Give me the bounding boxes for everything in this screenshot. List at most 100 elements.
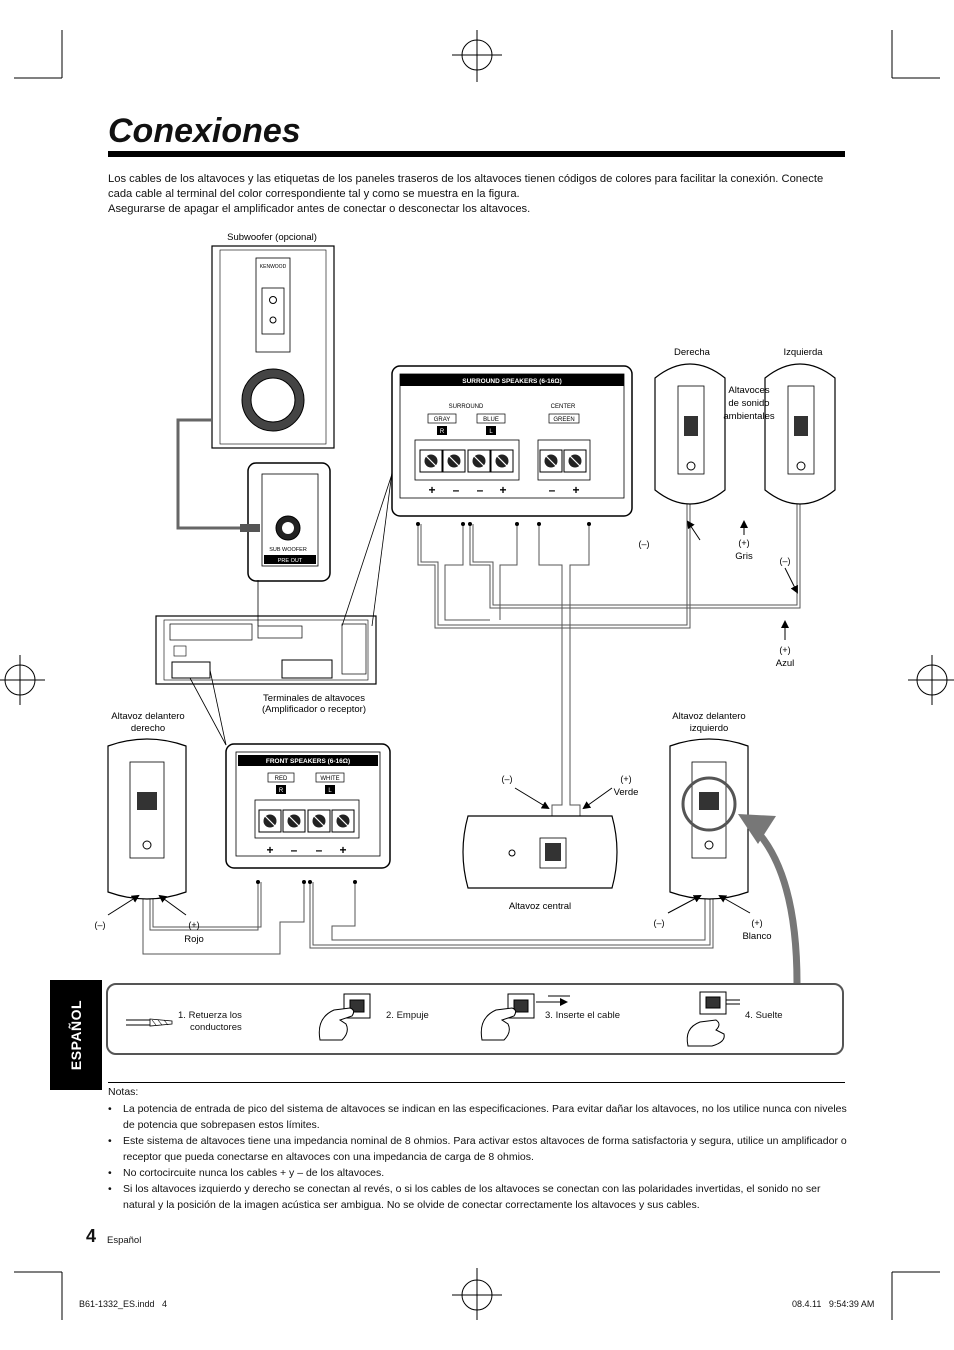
step-1-number: 1. bbox=[178, 1010, 186, 1021]
front-speaker-panel: FRONT SPEAKERS (6-16Ω) RED WHITE R L + –… bbox=[225, 743, 391, 869]
terminals-label-2: (Amplificador o receptor) bbox=[262, 704, 366, 715]
rojo-label: Rojo bbox=[184, 934, 204, 945]
front-left-speaker bbox=[669, 738, 749, 900]
minus-sign: – bbox=[549, 483, 556, 497]
blanco-label: Blanco bbox=[742, 931, 771, 942]
surround-speaker-left bbox=[764, 363, 836, 505]
plus-sign: + bbox=[428, 483, 435, 497]
step-4-text: Suelte bbox=[755, 1010, 783, 1021]
step-2-number: 2. bbox=[386, 1010, 394, 1021]
page-number: 4 bbox=[86, 1226, 97, 1246]
pre-out-label: PRE OUT bbox=[278, 558, 303, 564]
note-item: La potencia de entrada de pico del siste… bbox=[108, 1101, 848, 1133]
intro-text: Los cables de los altavoces y las etique… bbox=[108, 172, 848, 217]
footer-file: B61-1332_ES.indd 4 bbox=[79, 1299, 168, 1309]
intro-paragraph-2: Asegurarse de apagar el amplificador ant… bbox=[108, 203, 531, 215]
twisted-wire-icon bbox=[126, 1018, 173, 1027]
intro-paragraph-1: Los cables de los altavoces y las etique… bbox=[108, 173, 824, 200]
note-item: No cortocircuite nunca los cables + y – … bbox=[108, 1165, 848, 1181]
front-panel-title: FRONT SPEAKERS (6-16Ω) bbox=[266, 758, 350, 765]
front-right-speaker bbox=[107, 738, 187, 900]
subwoofer-label: Subwoofer (opcional) bbox=[227, 232, 317, 243]
minus-mark: (–) bbox=[780, 556, 791, 566]
step-3-text: Inserte el cable bbox=[555, 1010, 621, 1021]
insert-cable-icon bbox=[480, 993, 570, 1041]
amplifier-rear-panel bbox=[155, 615, 377, 685]
footer-date: 08.4.11 9:54:39 AM bbox=[792, 1299, 875, 1309]
minus-sign: – bbox=[477, 483, 484, 497]
minus-mark: (–) bbox=[502, 774, 513, 784]
note-item: Este sistema de altavoces tiene una impe… bbox=[108, 1133, 848, 1165]
blue-tag: BLUE bbox=[483, 417, 499, 423]
step-4-number: 4. bbox=[745, 1010, 753, 1021]
step-4: 4. Suelte bbox=[745, 1010, 783, 1022]
ambient-speakers-label-3: ambientales bbox=[723, 411, 774, 422]
front-left-label-1: Altavoz delantero bbox=[672, 711, 745, 722]
plus-mark: (+) bbox=[188, 920, 199, 930]
terminals-label-1: Terminales de altavoces bbox=[263, 693, 365, 704]
center-heading: CENTER bbox=[551, 404, 576, 410]
language-tab-label: ESPAÑOL bbox=[68, 999, 84, 1071]
minus-sign: – bbox=[453, 483, 460, 497]
plus-mark: (+) bbox=[779, 645, 790, 655]
step-2-text: Empuje bbox=[396, 1010, 429, 1021]
l-tag: L bbox=[489, 429, 493, 435]
surround-speaker-right bbox=[654, 363, 726, 505]
white-tag: WHITE bbox=[320, 776, 339, 782]
plus-mark: (+) bbox=[738, 538, 749, 548]
verde-label: Verde bbox=[614, 787, 639, 798]
ambient-speakers-label-2: de sonido bbox=[728, 398, 769, 409]
red-tag: RED bbox=[275, 776, 288, 782]
center-speaker-label: Altavoz central bbox=[509, 901, 571, 912]
ambient-speakers-label-1: Altavoces bbox=[728, 385, 769, 396]
subwoofer-unit: KENWOOD bbox=[211, 245, 335, 449]
gris-label: Gris bbox=[735, 551, 753, 562]
plus-sign: + bbox=[572, 483, 579, 497]
page-title: Conexiones bbox=[108, 112, 301, 150]
subwoofer-jack-label: SUB WOOFER bbox=[269, 547, 307, 553]
right-label: Derecha bbox=[674, 347, 711, 358]
plus-mark: (+) bbox=[751, 918, 762, 928]
step-1: 1. Retuerza los conductores bbox=[178, 1010, 242, 1034]
wiring-steps-box bbox=[106, 983, 844, 1055]
gray-tag: GRAY bbox=[434, 417, 451, 423]
azul-label: Azul bbox=[776, 658, 794, 669]
minus-sign: – bbox=[316, 843, 323, 857]
release-hand-icon bbox=[686, 991, 740, 1047]
minus-mark: (–) bbox=[639, 539, 650, 549]
notes-list: La potencia de entrada de pico del siste… bbox=[108, 1101, 848, 1213]
page-language: Español bbox=[107, 1235, 142, 1246]
surround-heading: SURROUND bbox=[449, 404, 484, 410]
plus-mark: (+) bbox=[620, 774, 631, 784]
language-side-tab: ESPAÑOL bbox=[50, 980, 102, 1090]
subwoofer-jack-inset: SUB WOOFER PRE OUT bbox=[240, 462, 331, 582]
title-rule bbox=[108, 151, 845, 157]
r-tag: R bbox=[279, 788, 284, 794]
subwoofer-logo: KENWOOD bbox=[260, 264, 287, 270]
l-tag: L bbox=[328, 788, 332, 794]
notes-heading: Notas: bbox=[108, 1086, 139, 1098]
note-item: Si los altavoces izquierdo y derecho se … bbox=[108, 1181, 848, 1213]
plus-sign: + bbox=[266, 843, 273, 857]
surround-speaker-panel: SURROUND SPEAKERS (6-16Ω) SURROUND CENTE… bbox=[391, 365, 633, 517]
step-3: 3. Inserte el cable bbox=[545, 1010, 620, 1022]
front-right-label-2: derecho bbox=[131, 723, 165, 734]
green-tag: GREEN bbox=[553, 417, 574, 423]
left-label: Izquierda bbox=[783, 347, 823, 358]
notes-rule bbox=[108, 1082, 845, 1083]
minus-sign: – bbox=[291, 843, 298, 857]
center-speaker bbox=[462, 815, 618, 889]
plus-sign: + bbox=[339, 843, 346, 857]
front-right-label-1: Altavoz delantero bbox=[111, 711, 184, 722]
step-1-text-2: conductores bbox=[190, 1022, 242, 1033]
minus-mark: (–) bbox=[654, 918, 665, 928]
step-1-text: Retuerza los bbox=[188, 1010, 242, 1021]
minus-mark: (–) bbox=[95, 920, 106, 930]
r-tag: R bbox=[440, 429, 445, 435]
plus-sign: + bbox=[499, 483, 506, 497]
step-3-number: 3. bbox=[545, 1010, 553, 1021]
push-hand-icon bbox=[318, 993, 371, 1041]
